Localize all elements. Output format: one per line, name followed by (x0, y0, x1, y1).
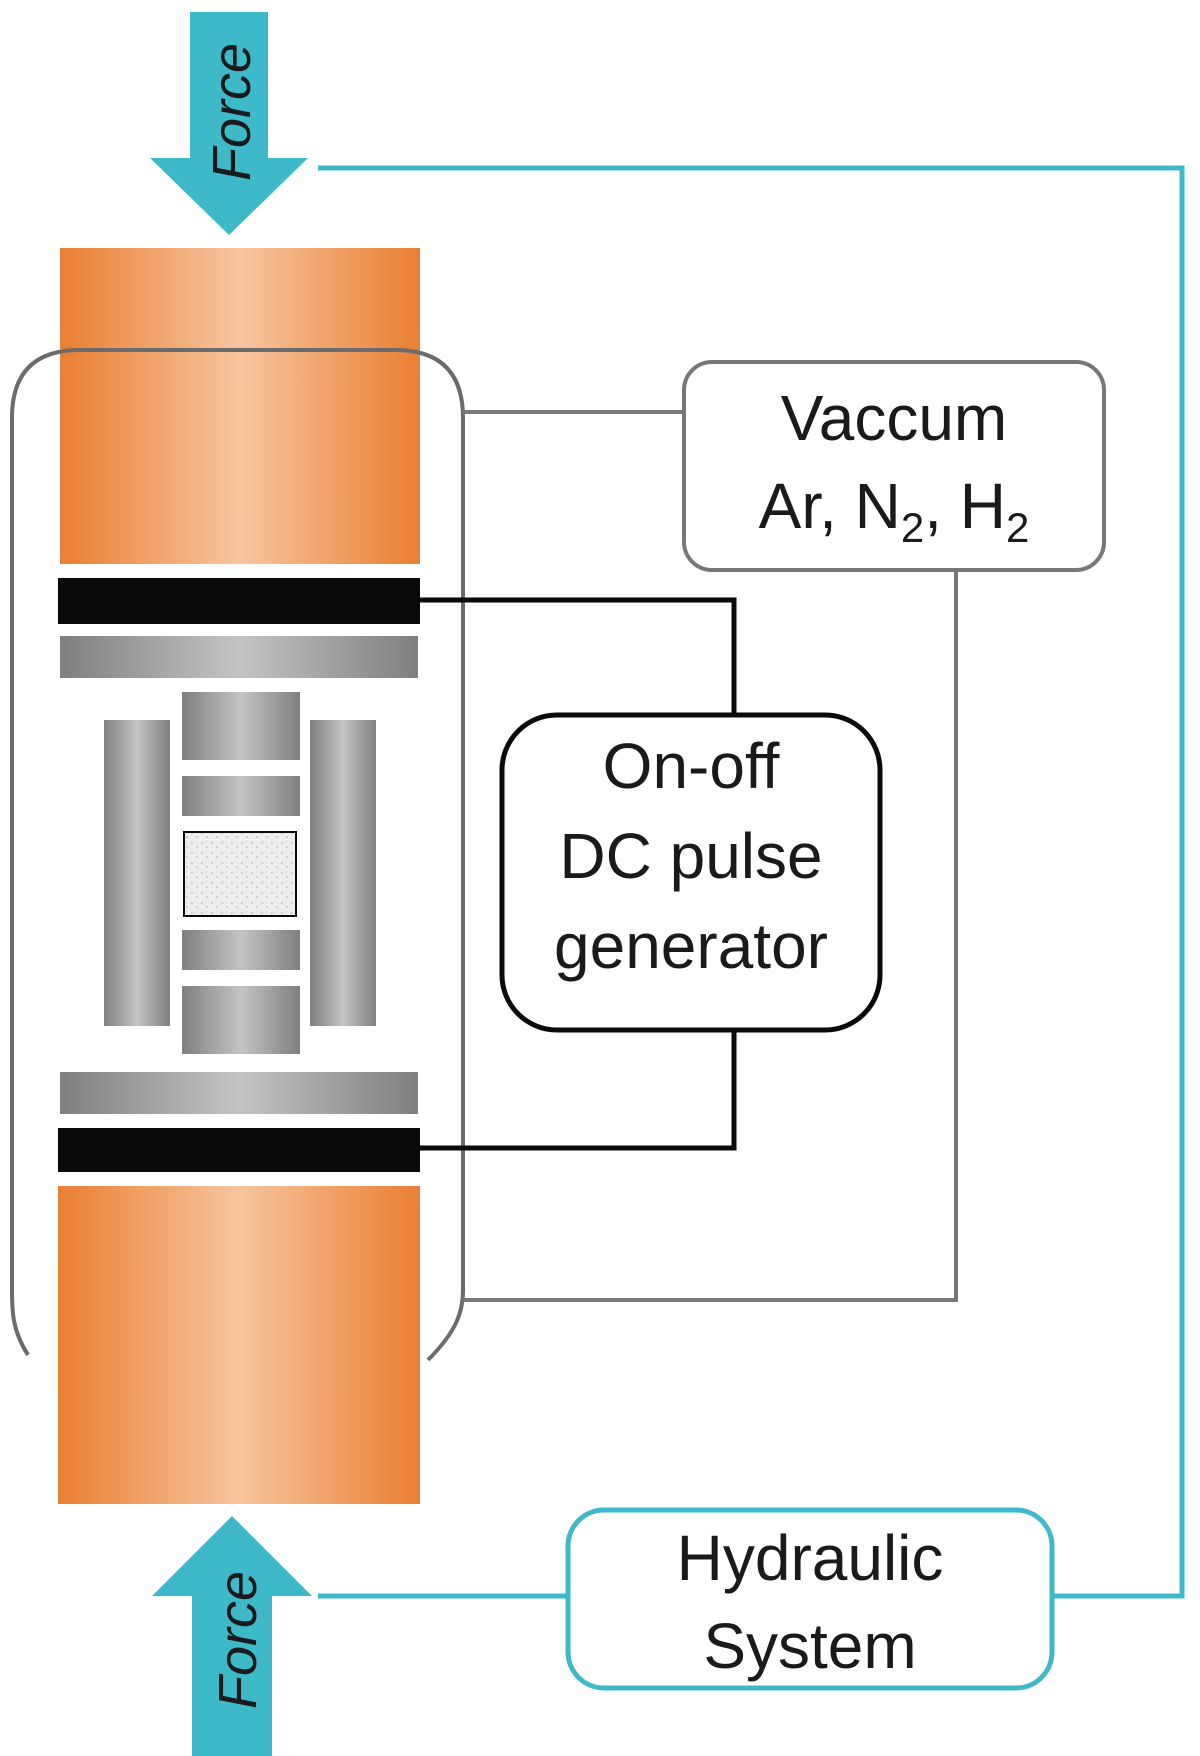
top-electrode (60, 248, 420, 564)
die-wall-right (310, 720, 376, 1026)
gas-text-h: , H (924, 470, 1006, 542)
hydraulic-box-line2: System (703, 1610, 916, 1682)
gas-box-line2: Ar, N2, H2 (759, 470, 1030, 551)
pulse-box-line2: DC pulse (559, 820, 822, 892)
pulse-wire-top (420, 597, 737, 715)
vacuum-chamber (10, 348, 465, 1362)
hydraulic-system-box (565, 1507, 1055, 1691)
bottom-contact-plate (58, 1128, 420, 1172)
force-arrow-bottom (152, 1516, 312, 1756)
hydraulic-box-line1: Hydraulic (677, 1522, 944, 1594)
force-bottom-label: Force (208, 1571, 268, 1709)
upper-punch-tip (182, 776, 300, 816)
pulse-box-line1: On-off (603, 730, 780, 802)
upper-punch (182, 692, 300, 760)
force-arrow-top (150, 12, 308, 235)
top-graphite-spacer (60, 636, 418, 678)
gas-supply-box (682, 360, 1106, 572)
hydraulic-line-top (318, 165, 1185, 1599)
powder-sample (183, 831, 297, 917)
die-wall-left (104, 720, 170, 1026)
gas-sub-n2: 2 (901, 504, 924, 551)
bottom-electrode (58, 1186, 420, 1504)
top-contact-plate (58, 578, 420, 624)
force-top-label: Force (202, 43, 262, 181)
pulse-box-line3: generator (554, 910, 828, 982)
dc-pulse-generator-box (499, 712, 883, 1033)
bottom-graphite-spacer (60, 1072, 418, 1114)
lower-punch-tip (182, 930, 300, 970)
gas-box-line1: Vaccum (781, 382, 1007, 454)
gas-sub-h2: 2 (1006, 504, 1029, 551)
gas-text-ar-n: Ar, N (759, 470, 901, 542)
pulse-wire-bottom (420, 1030, 737, 1151)
lower-punch (182, 986, 300, 1054)
gas-line-bottom (463, 570, 958, 1302)
